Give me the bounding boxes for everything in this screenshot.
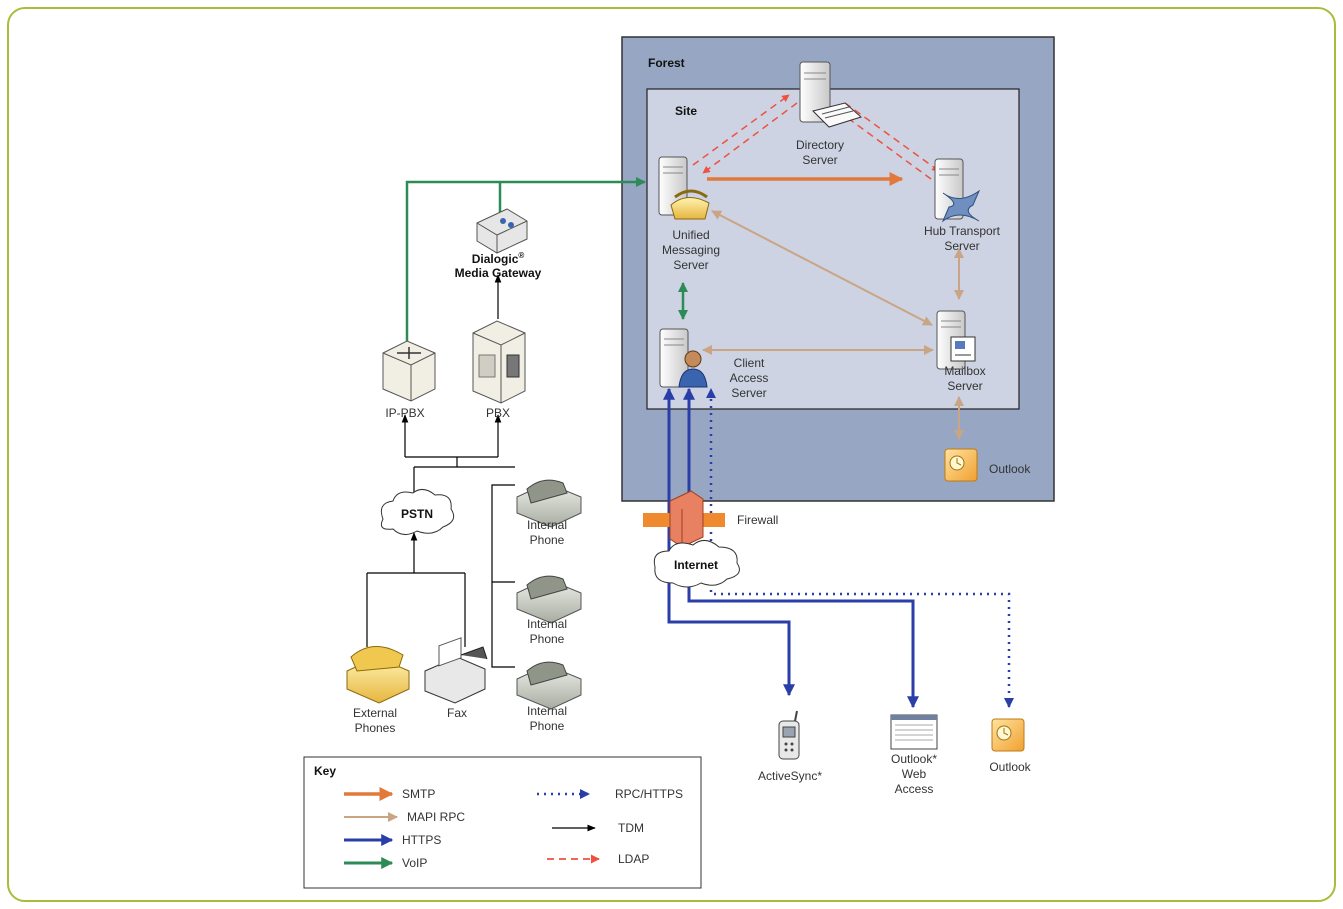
owa-label-3: Access (895, 782, 934, 796)
owa-label-1: Outlook* (891, 752, 937, 766)
legend-item-rpc-https: RPC/HTTPS (537, 787, 683, 801)
gateway-label-1: Dialogic® (472, 251, 525, 266)
internal-phone-icon (516, 479, 582, 528)
svg-text:RPC/HTTPS: RPC/HTTPS (615, 787, 683, 801)
architecture-diagram: Forest Site (303, 36, 1055, 889)
svg-text:LDAP: LDAP (618, 852, 649, 866)
internal-phone-2-label-1: Internal (527, 617, 567, 631)
um-server-label-1: Unified (672, 228, 709, 242)
external-phones-label-1: External (353, 706, 397, 720)
external-phone-icon (346, 646, 410, 704)
legend-item-mapi-rpc: MAPI RPC (344, 810, 465, 824)
gateway-label-2: Media Gateway (455, 266, 542, 280)
pstn-label: PSTN (401, 507, 433, 521)
outlook-inside-label: Outlook (989, 462, 1031, 476)
pstn-cloud (380, 489, 455, 535)
fax-label: Fax (447, 706, 467, 720)
fax-icon (424, 637, 488, 704)
internal-phone-2-label-2: Phone (530, 632, 565, 646)
internet-label: Internet (674, 558, 718, 572)
outlook-icon (991, 718, 1025, 752)
activesync-label: ActiveSync* (758, 769, 822, 783)
um-server-label-2: Messaging (662, 243, 720, 257)
ip-pbx-icon (382, 340, 436, 402)
internal-phone-3-label-2: Phone (530, 719, 565, 733)
tdm-links (366, 274, 515, 668)
external-phones-label-2: Phones (355, 721, 396, 735)
internal-phone-1-label-2: Phone (530, 533, 565, 547)
internal-phone-1-label-1: Internal (527, 518, 567, 532)
forest-label: Forest (648, 56, 685, 70)
um-server-label-3: Server (673, 258, 708, 272)
directory-server-label-1: Directory (796, 138, 844, 152)
hub-transport-server (934, 158, 981, 223)
hub-server-label-1: Hub Transport (924, 224, 1001, 238)
site-label: Site (675, 104, 697, 118)
firewall-label: Firewall (737, 513, 778, 527)
mailbox-server (936, 310, 976, 370)
svg-text:MAPI RPC: MAPI RPC (407, 810, 465, 824)
directory-server-label-2: Server (802, 153, 837, 167)
pbx-label: PBX (486, 406, 510, 420)
gateway-icon (476, 208, 528, 254)
directory-server (799, 61, 863, 128)
svg-text:HTTPS: HTTPS (402, 833, 441, 847)
legend-item-ldap: LDAP (547, 852, 649, 866)
cas-label-2: Access (730, 371, 769, 385)
mailbox-label-1: Mailbox (944, 364, 985, 378)
voip-links (405, 177, 688, 341)
client-access-server (659, 328, 708, 388)
legend-item-voip: VoIP (344, 856, 427, 870)
legend-item-smtp: SMTP (344, 787, 435, 801)
cas-label-1: Client (734, 356, 765, 370)
legend: Key SMTP MAPI RPC HTTPS VoIP RPC/HTTPS T… (303, 756, 702, 889)
legend-item-https: HTTPS (344, 833, 441, 847)
ldap-links (692, 94, 940, 180)
internal-phone-3-label-1: Internal (527, 704, 567, 718)
browser-window-icon (890, 714, 938, 750)
svg-text:TDM: TDM (618, 821, 644, 835)
owa-label-2: Web (902, 767, 927, 781)
mapi-links (702, 210, 964, 440)
legend-item-tdm: TDM (552, 821, 644, 835)
ip-pbx-label: IP-PBX (385, 406, 424, 420)
outlook-icon (944, 448, 978, 482)
cas-label-3: Server (731, 386, 766, 400)
firewall-icon (643, 490, 725, 548)
internal-phone-icon (516, 661, 582, 710)
hub-server-label-2: Server (944, 239, 979, 253)
internal-phone-icon (516, 575, 582, 624)
internet-cloud (653, 540, 740, 588)
outlook-external-label: Outlook (989, 760, 1031, 774)
mailbox-label-2: Server (947, 379, 982, 393)
unified-messaging-server (658, 156, 710, 220)
pbx-icon (472, 320, 526, 404)
mobile-device-icon (778, 710, 800, 760)
legend-title: Key (314, 764, 336, 778)
svg-text:VoIP: VoIP (402, 856, 427, 870)
diagram-frame: Forest Site (7, 7, 1336, 902)
rpc-https-link (706, 388, 1014, 708)
svg-text:SMTP: SMTP (402, 787, 435, 801)
